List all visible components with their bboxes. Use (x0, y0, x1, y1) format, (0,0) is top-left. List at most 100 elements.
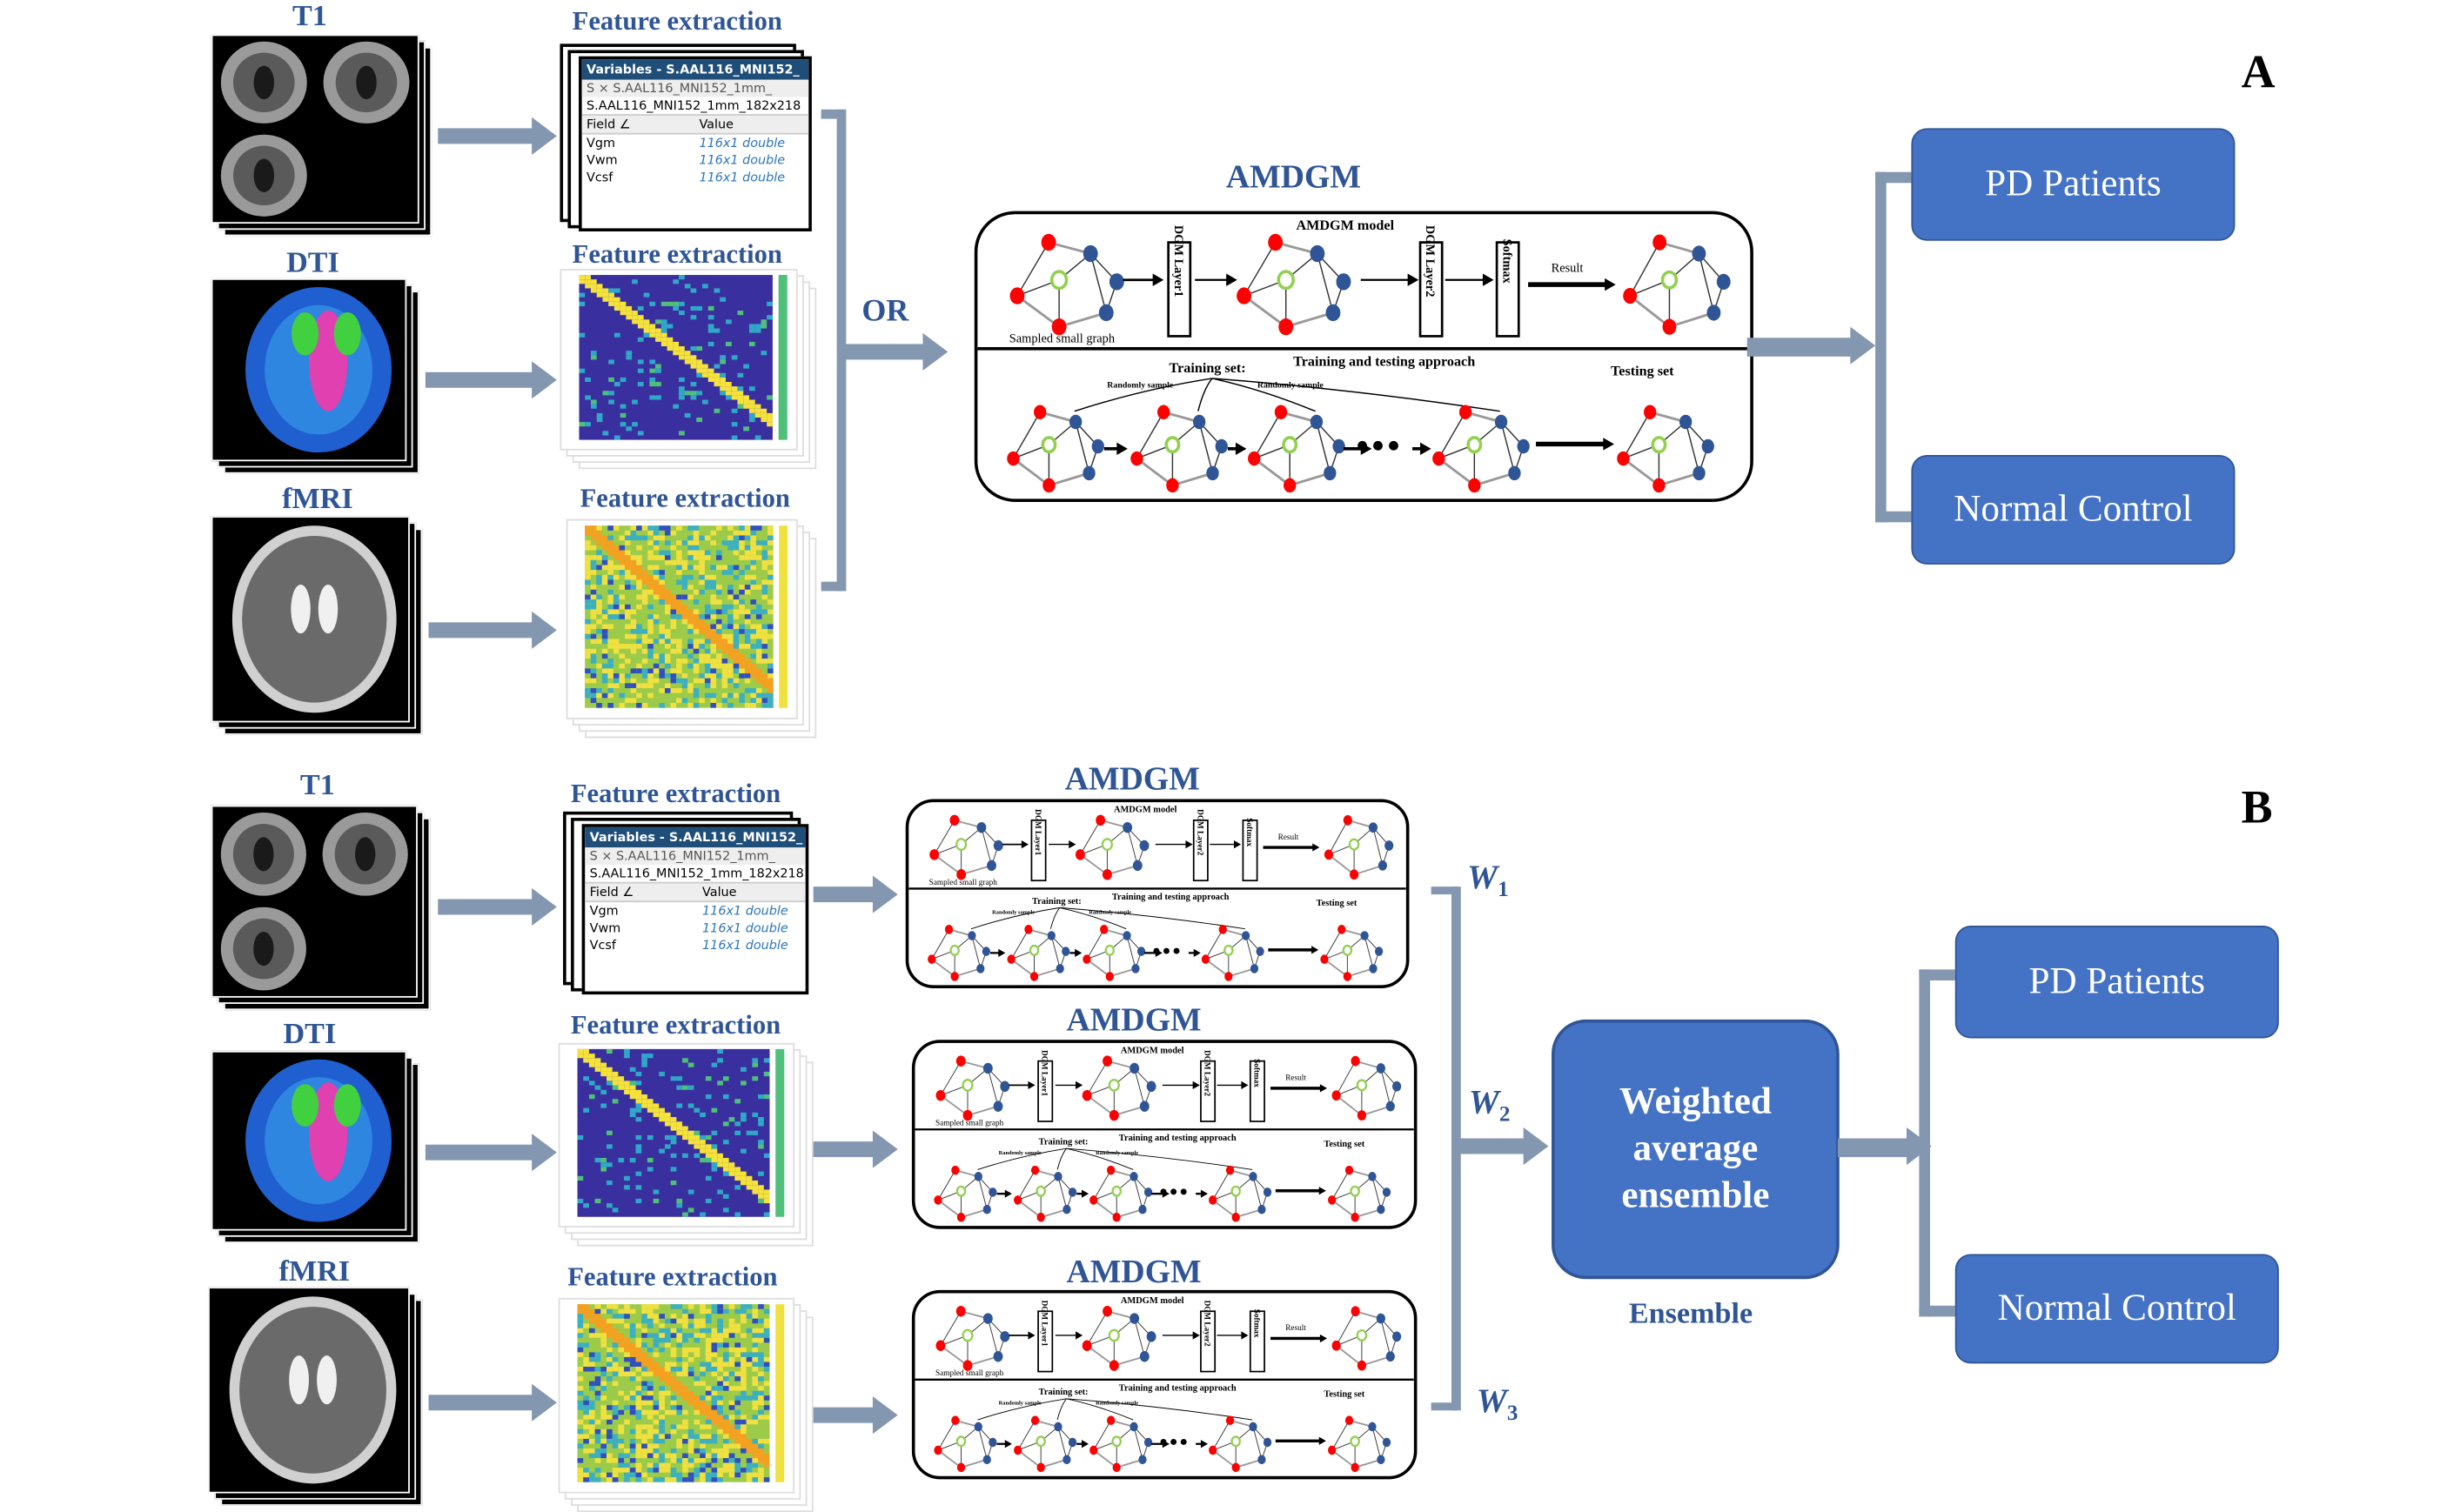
graph-node (1036, 1212, 1045, 1222)
graph-node (1109, 1360, 1119, 1371)
weight-symbol: W (1468, 1081, 1499, 1121)
small-graph (1617, 405, 1714, 493)
graph-node (1231, 1212, 1240, 1222)
graph-node (1089, 1195, 1098, 1205)
graph-edge (1114, 1105, 1145, 1116)
dgm-layer2: DGM Layer2 (1203, 1301, 1211, 1347)
graph-edge (940, 1060, 962, 1096)
tab-s[interactable]: S (587, 81, 595, 96)
training-set-label: Training set: (1039, 1388, 1089, 1397)
tab-variable[interactable]: S.AAL116_MNI152_1mm_ (613, 81, 773, 96)
graph-node (929, 849, 940, 860)
graph-node (1024, 925, 1033, 934)
graph-node (1029, 944, 1040, 956)
arrow (425, 1134, 557, 1172)
tab-s[interactable]: S (589, 848, 598, 864)
graph-node (1106, 1415, 1116, 1426)
arrowhead (1076, 1080, 1083, 1090)
graph-node (1083, 244, 1098, 263)
window-title: Variables - S.AAL116_MNI152_ (585, 826, 806, 848)
graph-edge (1328, 820, 1349, 855)
weighted-average-ensemble-box: Weighted average ensemble (1552, 1019, 1840, 1280)
variables-window-stack: Variables - S.AAL116_MNI152_ S × S.AAL11… (560, 43, 812, 232)
graph-node (1385, 1101, 1395, 1112)
graph-edge (977, 1176, 988, 1210)
tab-close-icon[interactable]: × (598, 81, 609, 96)
graph-node (962, 1328, 974, 1342)
graph-node (1192, 414, 1206, 430)
dgm-layer2-box (1200, 1060, 1217, 1122)
arrow (1746, 326, 1876, 365)
graph-node (1357, 1110, 1367, 1121)
testing-set-label: Testing set (1611, 364, 1674, 378)
t1-label: T1 (299, 769, 335, 803)
arrowhead (1028, 1331, 1036, 1340)
connectivity-matrix (566, 518, 798, 719)
graph-node (1328, 1445, 1337, 1455)
graph-edge (987, 1067, 999, 1107)
graph-edge (1331, 1199, 1356, 1218)
arrowhead (1319, 1334, 1328, 1343)
col-field[interactable]: Field ∠ (587, 117, 631, 131)
bracket (1431, 1402, 1458, 1411)
fmri-connectivity-matrix (566, 518, 817, 739)
panel-b-letter: B (2241, 781, 2273, 834)
graph-node (1328, 1195, 1337, 1205)
graph-edge (1010, 958, 1036, 978)
graph-edge (1331, 1449, 1356, 1469)
graph-node (1391, 1331, 1402, 1342)
graph-node (1284, 478, 1297, 493)
graph-edge (1372, 827, 1384, 866)
brain-image (229, 1296, 397, 1484)
graph-node (1103, 1306, 1112, 1317)
dgm-layer2: DGM Layer2 (1203, 1050, 1211, 1096)
tab-variable[interactable]: S.AAL116_MNI152_1mm_ (615, 848, 775, 864)
small-graph (1014, 1165, 1077, 1222)
graph-node (1331, 1340, 1341, 1351)
graph-node (968, 931, 976, 940)
graph-node (1377, 1204, 1385, 1214)
tab-close-icon[interactable]: × (601, 848, 613, 864)
col-value[interactable]: Value (702, 885, 737, 900)
testing-set-label: Testing set (1324, 1389, 1364, 1399)
graph-edge (1336, 1094, 1363, 1116)
graph-edge (1040, 1458, 1068, 1469)
graph-edge (1086, 1345, 1115, 1367)
graph-node (1250, 964, 1259, 973)
graph-node (1101, 838, 1113, 851)
small-graph (1209, 1415, 1272, 1473)
graph-edge (1371, 1426, 1382, 1460)
graph-node (1224, 972, 1233, 981)
col-field[interactable]: Field ∠ (589, 885, 634, 900)
model-title: AMDGM model (1121, 1046, 1184, 1055)
graph-node (1508, 465, 1521, 481)
graph-node (1351, 1212, 1359, 1222)
graph-edge (1336, 1345, 1363, 1367)
brain-image (220, 41, 410, 217)
ellipsis-dot (1389, 440, 1398, 451)
graph-edge (1172, 472, 1213, 487)
graph-node (1282, 436, 1298, 454)
graph-node (1225, 1165, 1235, 1175)
graph-edge (1354, 1208, 1382, 1219)
sample-curve (1049, 907, 1061, 929)
weight-w1: W1 (1467, 857, 1509, 905)
graph-edge (1198, 421, 1214, 474)
graph-node (1376, 1313, 1385, 1324)
sampled-graph-label: Sampled small graph (935, 1369, 1004, 1378)
graph-node (1350, 1435, 1360, 1448)
graph-edge (1245, 935, 1255, 969)
graph-node (1062, 947, 1070, 956)
softmax-box (1242, 819, 1258, 882)
graph-edge (1086, 1311, 1108, 1346)
graph-node (993, 840, 1003, 852)
col-value[interactable]: Value (699, 117, 734, 131)
connectivity-matrix (560, 269, 798, 451)
